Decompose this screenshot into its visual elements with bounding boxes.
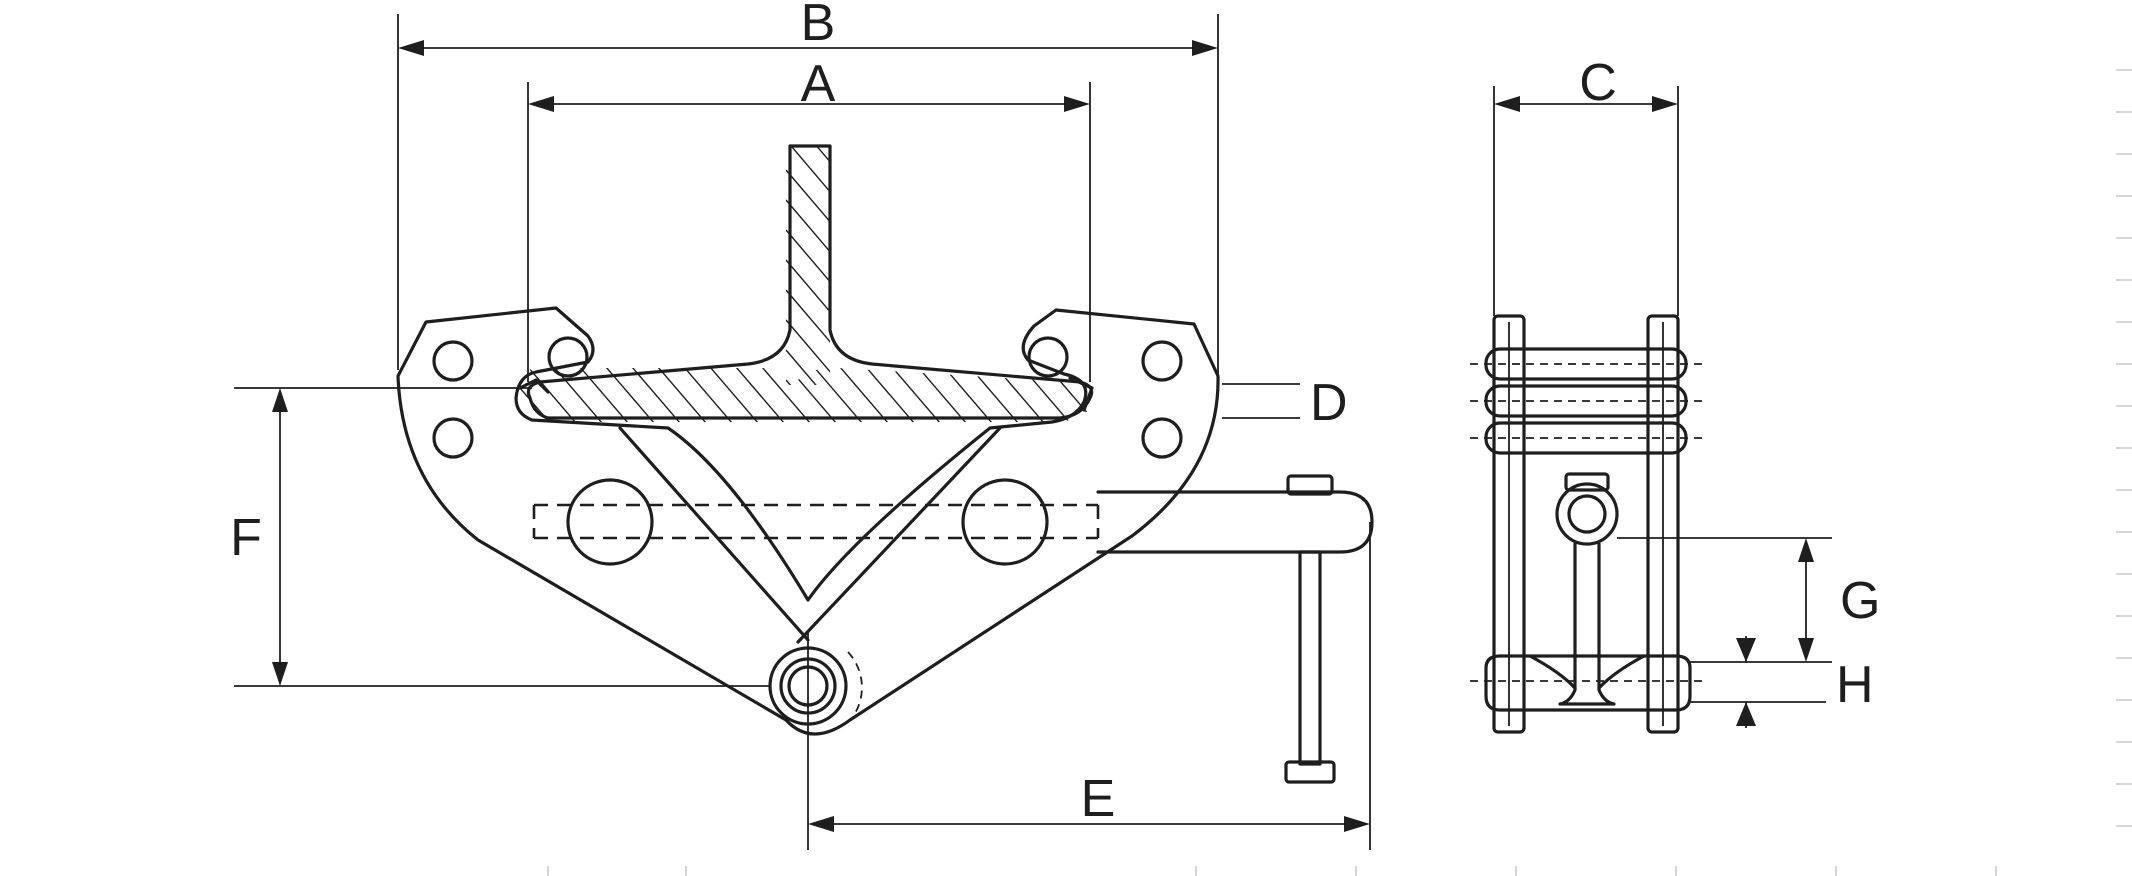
- i-beam-section: [515, 144, 1094, 422]
- side-lifting-pin: [1470, 654, 1708, 712]
- label-c: C: [1579, 54, 1617, 112]
- body-hole-left: [566, 478, 654, 566]
- side-plate-left: [1492, 314, 1526, 734]
- pin-row-3: [1470, 421, 1708, 455]
- pin-hole-right-inner: [1027, 336, 1069, 378]
- margin-ticks: [547, 69, 2132, 876]
- spindle-handle-eye: [1096, 490, 1374, 554]
- pin-hole-right-outer-top: [1141, 340, 1183, 382]
- dimension-g: G: [1617, 537, 1880, 663]
- label-h: H: [1836, 656, 1874, 714]
- dimension-f: F: [230, 387, 770, 687]
- side-spindle-eye-outer: [1555, 482, 1619, 546]
- label-b: B: [801, 0, 836, 52]
- side-plate-right: [1646, 314, 1680, 734]
- label-f: F: [230, 509, 262, 567]
- label-e: E: [1081, 770, 1116, 828]
- dimension-b: B: [397, 0, 1219, 376]
- pin-row-1: [1470, 347, 1708, 381]
- spindle-hidden: [532, 503, 1100, 540]
- label-a: A: [801, 55, 836, 113]
- front-view: B A D F: [230, 0, 1374, 850]
- dimension-e: E: [808, 522, 1371, 850]
- side-view: C G H: [1470, 54, 1880, 734]
- side-spindle-rod: [1558, 542, 1616, 706]
- pin-hole-left-inner: [547, 336, 589, 378]
- dimension-h: H: [1690, 636, 1874, 728]
- tommy-bar: [1298, 550, 1322, 766]
- clamp-arm-right: [796, 426, 1002, 644]
- handle-cap-top: [1286, 474, 1334, 496]
- i-beam-flange: [526, 144, 1094, 420]
- jaw-pad-left: [518, 378, 550, 394]
- lifting-eye-hidden-arc: [847, 651, 863, 719]
- clamp-arm-left: [618, 426, 810, 642]
- body-hole-right: [961, 478, 1049, 566]
- side-spindle-cap: [1564, 472, 1610, 492]
- side-spindle-eye-inner: [1567, 494, 1607, 534]
- handle-cap-bottom: [1284, 760, 1336, 784]
- dimension-a: A: [527, 55, 1091, 382]
- label-d: D: [1310, 374, 1348, 432]
- pin-hole-left-outer-bottom: [432, 417, 474, 459]
- pin-hole-right-outer-bottom: [1141, 417, 1183, 459]
- dimension-d: D: [1222, 374, 1348, 432]
- dimension-c: C: [1493, 54, 1679, 316]
- pin-hole-left-outer-top: [432, 340, 474, 382]
- pin-row-2: [1470, 384, 1708, 418]
- label-g: G: [1840, 572, 1880, 630]
